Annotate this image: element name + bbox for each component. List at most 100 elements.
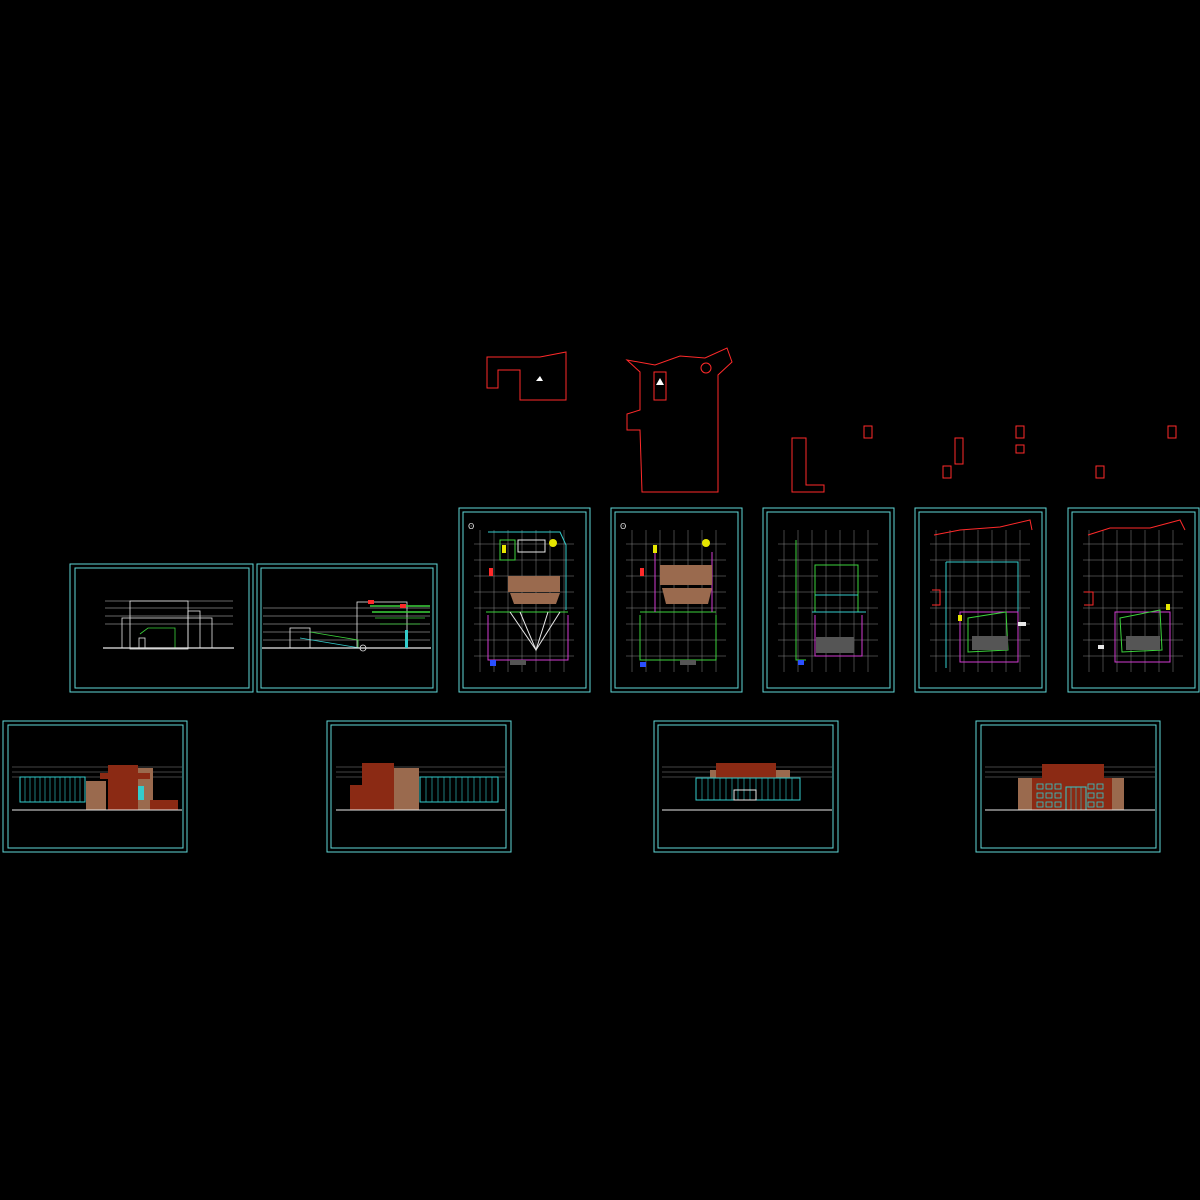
small-block-7 (1167, 425, 1177, 439)
north-arrow-2 (656, 378, 664, 385)
sheet-frame-outer (2, 720, 188, 853)
yellow-marker (702, 539, 710, 547)
roof-band (100, 773, 150, 779)
north-symbol: ʘ (620, 522, 626, 531)
yellow-block (653, 545, 657, 553)
tower-light (394, 768, 419, 810)
sheet-frame-inner (766, 511, 891, 689)
sheet-frame-inner (980, 724, 1157, 849)
floor-plan-sheet-3[interactable] (762, 507, 895, 693)
small-block-5 (1015, 444, 1025, 454)
white-label-box (1018, 622, 1026, 626)
sheet-frame-outer (326, 720, 512, 853)
sheet-frame-outer (1067, 507, 1200, 693)
stage-fill (816, 637, 854, 653)
site-outline-1 (486, 351, 567, 401)
elevation-sheet-3[interactable] (653, 720, 839, 853)
stage-fill (972, 636, 1008, 650)
red-block (489, 568, 493, 576)
sheet-frame-outer (653, 720, 839, 853)
side-wing-left (1018, 778, 1032, 810)
l-shape-outline (791, 437, 825, 493)
small-block-6 (1095, 465, 1105, 479)
site-outline-2 (625, 347, 733, 493)
gray-block (510, 660, 526, 665)
plan-walls (1084, 519, 1186, 663)
floor-plan-sheet-5[interactable] (1067, 507, 1200, 693)
tower-dark-base (350, 785, 394, 810)
site-outlines (486, 347, 1177, 493)
plan-walls (486, 531, 569, 661)
north-arrow-1 (536, 376, 543, 381)
section-drawing-1 (103, 600, 234, 650)
sheet-frame-inner (657, 724, 834, 849)
side-wing-right (1112, 778, 1124, 810)
roof-volume (1042, 764, 1104, 779)
yellow-marker (549, 539, 557, 547)
sheet-frame-outer (610, 507, 743, 693)
section-sheet-1[interactable] (69, 563, 254, 693)
gray-block (680, 660, 696, 665)
small-block-1 (863, 425, 873, 439)
sheet-frame-outer (762, 507, 895, 693)
site-tree-symbol (700, 362, 712, 374)
section-sheet-2[interactable] (256, 563, 438, 693)
glass-curtain-wall (695, 777, 801, 801)
sheet-frame-inner (7, 724, 184, 849)
blue-block (640, 662, 646, 667)
stage-fill (1126, 636, 1160, 650)
glass-curtain-wall (419, 776, 499, 803)
sheet-frame-inner (614, 511, 739, 689)
glass-mullions (24, 777, 81, 802)
blue-block (798, 660, 804, 665)
white-label-box (1098, 645, 1104, 649)
floor-plan-sheet-2[interactable]: ʘ (610, 507, 743, 693)
red-block (640, 568, 644, 576)
floor-plan-sheet-1[interactable]: ʘ (458, 507, 591, 693)
entry-glass (138, 786, 144, 800)
sheet-frame-outer (458, 507, 591, 693)
sheet-frame-inner (918, 511, 1043, 689)
auditorium-seating-curve (662, 588, 712, 604)
sheet-frame-outer (69, 563, 254, 693)
roof-side-light (710, 770, 716, 778)
elevation-sheet-1[interactable] (2, 720, 188, 853)
sheet-frame-outer (914, 507, 1047, 693)
auditorium-seating-curve (510, 593, 560, 604)
floor-plan-sheet-4[interactable] (914, 507, 1047, 693)
sheet-frame-outer (975, 720, 1161, 853)
sheet-frame-outer (256, 563, 438, 693)
elevation-sheet-2[interactable] (326, 720, 512, 853)
auditorium-seating (508, 576, 560, 592)
tower-dark (108, 765, 138, 810)
glass-mullions (701, 778, 793, 800)
sheet-frame-inner (74, 567, 250, 689)
site-inner-box (653, 371, 667, 401)
elevation-sheet-4[interactable] (975, 720, 1161, 853)
sheet-frame-inner (330, 724, 507, 849)
roof-volume (716, 763, 776, 778)
facade-windows (1036, 783, 1104, 808)
main-facade (1032, 778, 1112, 810)
section-drawing-2 (262, 600, 431, 652)
auditorium-seating (660, 565, 712, 585)
roof-side-light-2 (776, 770, 790, 778)
sheet-frame-inner (462, 511, 587, 689)
sheet-frame-inner (260, 567, 434, 689)
yellow-block (1166, 604, 1170, 610)
glass-mullions (425, 777, 493, 802)
small-block-2 (954, 437, 964, 465)
yellow-block (958, 615, 962, 621)
glass-curtain-wall (19, 776, 86, 803)
blue-block (490, 660, 496, 666)
small-block-3 (942, 465, 952, 479)
small-block-4 (1015, 425, 1025, 439)
plan-grid (930, 530, 1030, 672)
base-block (150, 800, 178, 810)
entry-mullions (1070, 787, 1082, 810)
sheet-frame-inner (1071, 511, 1196, 689)
entry-door (733, 789, 757, 801)
north-symbol: ʘ (468, 522, 474, 531)
plan-walls (932, 519, 1033, 668)
